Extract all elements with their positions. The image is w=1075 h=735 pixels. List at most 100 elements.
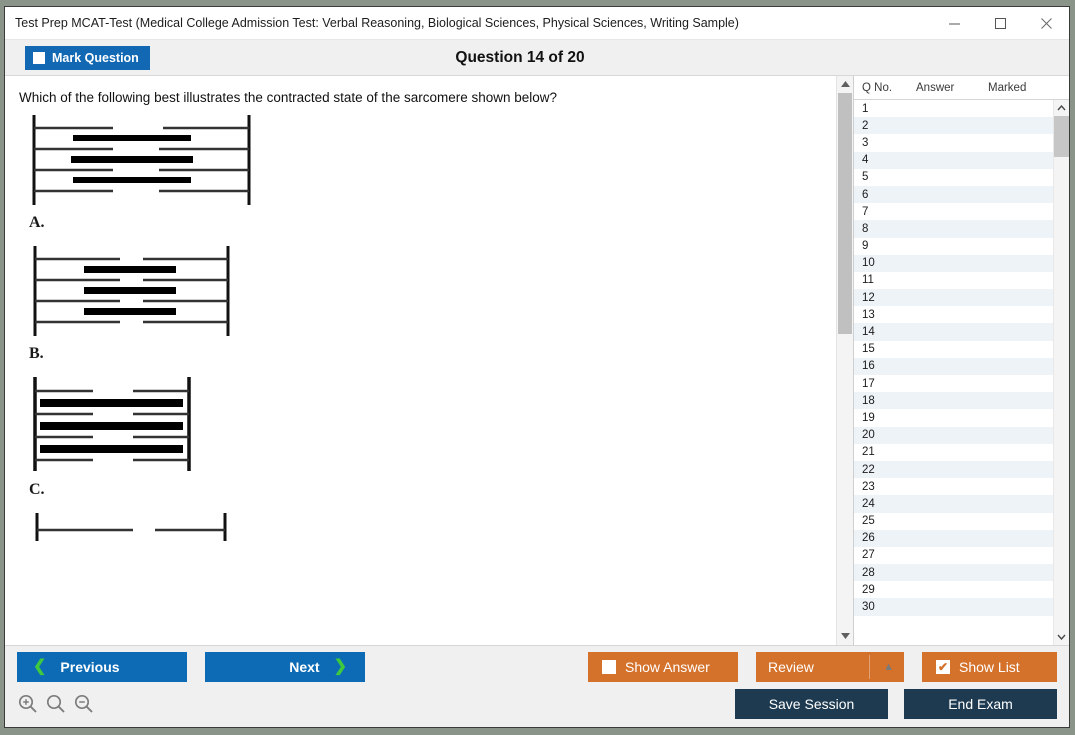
table-row[interactable]: 8 — [854, 220, 1053, 238]
cell-qno: 22 — [862, 463, 875, 476]
cell-qno: 8 — [862, 222, 869, 235]
table-row[interactable]: 18 — [854, 392, 1053, 410]
list-scrollbar-track[interactable] — [1054, 116, 1069, 629]
cell-qno: 25 — [862, 515, 875, 528]
minimize-icon[interactable] — [931, 7, 977, 40]
table-row[interactable]: 10 — [854, 254, 1053, 272]
scroll-down-icon[interactable] — [837, 628, 853, 645]
table-row[interactable]: 9 — [854, 237, 1053, 255]
table-row[interactable]: 13 — [854, 306, 1053, 324]
table-row[interactable]: 6 — [854, 185, 1053, 204]
mark-question-button[interactable]: Mark Question — [25, 45, 150, 70]
cell-qno: 19 — [862, 411, 875, 424]
sarcomere-diagram-a — [32, 115, 251, 205]
table-row[interactable]: 22 — [854, 460, 1053, 479]
cell-qno: 18 — [862, 394, 875, 407]
list-scroll-down-icon[interactable] — [1054, 629, 1069, 645]
end-exam-label: End Exam — [948, 696, 1013, 712]
cell-qno: 5 — [862, 171, 869, 184]
next-label: Next — [289, 659, 320, 675]
window-title: Test Prep MCAT-Test (Medical College Adm… — [15, 16, 739, 30]
show-answer-checkbox[interactable] — [602, 660, 616, 674]
previous-label: Previous — [60, 659, 120, 675]
question-list-scrollbar[interactable] — [1053, 100, 1069, 645]
sarcomere-diagram-c — [33, 377, 191, 471]
list-scroll-up-icon[interactable] — [1054, 100, 1069, 116]
diagram-option-b[interactable]: B. — [25, 244, 836, 363]
table-row[interactable]: 20 — [854, 426, 1053, 444]
question-counter-wrap: Question 14 of 20 — [205, 49, 835, 67]
column-header-qno: Q No. — [862, 81, 893, 94]
end-exam-button[interactable]: End Exam — [904, 689, 1057, 719]
scroll-up-icon[interactable] — [837, 76, 853, 93]
table-row[interactable]: 5 — [854, 168, 1053, 186]
table-row[interactable]: 29 — [854, 581, 1053, 599]
cell-qno: 2 — [862, 119, 869, 132]
table-row[interactable]: 4 — [854, 151, 1053, 169]
sarcomere-diagrams: A. — [5, 105, 836, 541]
table-row[interactable]: 26 — [854, 529, 1053, 547]
previous-button[interactable]: ❮ Previous — [17, 652, 187, 682]
cell-qno: 30 — [862, 601, 875, 614]
table-row[interactable]: 19 — [854, 409, 1053, 427]
scrollbar-thumb[interactable] — [838, 93, 852, 334]
cell-qno: 10 — [862, 257, 875, 270]
cell-qno: 6 — [862, 188, 869, 201]
show-list-checkbox[interactable]: ✔ — [936, 660, 950, 674]
cell-qno: 7 — [862, 205, 869, 218]
footer-row-secondary: Save Session End Exam — [17, 689, 1057, 719]
zoom-out-icon[interactable] — [73, 693, 95, 715]
cell-qno: 12 — [862, 291, 875, 304]
table-row[interactable]: 3 — [854, 134, 1053, 152]
diagram-option-c[interactable]: C. — [25, 375, 836, 499]
diagram-option-a[interactable]: A. — [25, 113, 836, 232]
cell-qno: 28 — [862, 566, 875, 579]
page-title: Question 14 of 20 — [455, 48, 585, 66]
next-button[interactable]: Next ❯ — [205, 652, 365, 682]
save-session-button[interactable]: Save Session — [735, 689, 888, 719]
question-content-pane: Which of the following best illustrates … — [5, 76, 836, 645]
table-row[interactable]: 25 — [854, 512, 1053, 530]
content-scrollbar[interactable] — [836, 76, 853, 645]
diagram-option-d[interactable] — [25, 511, 836, 541]
exam-footer: ❮ Previous Next ❯ Show Answer Review ▲ — [5, 645, 1069, 727]
table-row[interactable]: 16 — [854, 357, 1053, 375]
cell-qno: 23 — [862, 480, 875, 493]
table-row[interactable]: 7 — [854, 203, 1053, 221]
sarcomere-diagram-b — [33, 246, 230, 336]
close-icon[interactable] — [1023, 7, 1069, 40]
scrollbar-track[interactable] — [837, 93, 853, 628]
table-row[interactable]: 30 — [854, 598, 1053, 616]
table-row[interactable]: 23 — [854, 478, 1053, 496]
show-list-button[interactable]: ✔ Show List — [922, 652, 1057, 682]
mark-question-label: Mark Question — [52, 50, 139, 65]
list-scrollbar-thumb[interactable] — [1054, 116, 1069, 158]
table-row[interactable]: 11 — [854, 271, 1053, 290]
show-answer-button[interactable]: Show Answer — [588, 652, 738, 682]
chevron-right-icon: ❯ — [333, 658, 347, 675]
chevron-left-icon: ❮ — [33, 658, 47, 675]
table-row[interactable]: 2 — [854, 117, 1053, 135]
table-row[interactable]: 27 — [854, 546, 1053, 565]
table-row[interactable]: 24 — [854, 495, 1053, 513]
maximize-icon[interactable] — [977, 7, 1023, 40]
cell-qno: 17 — [862, 377, 875, 390]
table-row[interactable]: 21 — [854, 443, 1053, 461]
cell-qno: 11 — [862, 274, 874, 287]
mark-question-checkbox[interactable] — [33, 51, 45, 64]
table-row[interactable]: 15 — [854, 340, 1053, 358]
table-row[interactable]: 14 — [854, 323, 1053, 341]
zoom-in-icon[interactable] — [17, 693, 39, 715]
chevron-up-icon[interactable]: ▲ — [883, 661, 894, 673]
table-row[interactable]: 12 — [854, 289, 1053, 307]
table-row[interactable]: 17 — [854, 375, 1053, 393]
table-row[interactable]: 28 — [854, 564, 1053, 582]
review-dropdown[interactable]: Review ▲ — [756, 652, 904, 682]
cell-qno: 15 — [862, 343, 875, 356]
cell-qno: 3 — [862, 136, 869, 149]
zoom-reset-icon[interactable] — [45, 693, 67, 715]
table-row[interactable]: 1 — [854, 100, 1053, 118]
show-list-label: Show List — [959, 659, 1020, 675]
